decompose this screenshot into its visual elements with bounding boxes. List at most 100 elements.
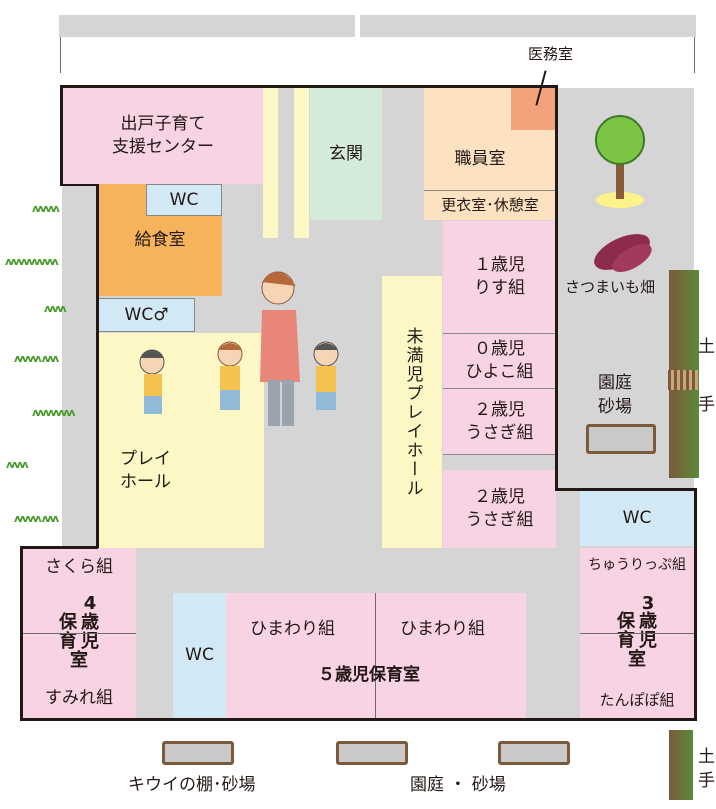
age1-room: １歳児 りす組 [443,221,556,334]
tanpopo-label: たんぽぽ組 [599,690,675,709]
himawari-label-1: ひまわり組 [250,619,335,639]
chulip-label: ちゅうりっぷ組 [588,557,686,573]
himawari-label-2: ひまわり組 [400,619,485,639]
age2a-label-2: うさぎ組 [465,422,534,443]
locker-room: 更衣室･休憩室 [424,190,556,220]
gate-icon [668,370,698,390]
age4-char-5: 室 [70,649,88,671]
age2a-label-1: ２歳児 [474,399,525,420]
wall-left-top [60,85,63,185]
wall-bottom [20,718,696,721]
sweet-potato-label: さつまいも畑 [565,278,656,296]
wall-left-mid [96,184,99,548]
age3-char-1: 歳 [639,611,657,633]
medical-room [511,88,556,130]
age3-char-4: 児 [639,630,657,652]
age3-char-2: 保 [617,611,635,633]
wc-top-overlay-label: WC [169,189,199,210]
age2b-room: ２歳児 うさぎ組 [443,470,556,548]
grass-icon: ʌʌʌʌ [44,302,67,315]
play-hall-label-2: ホール [120,471,171,492]
age2b-label-1: ２歳児 [474,487,525,508]
wc-top-room-overlay: WC [146,184,222,216]
support-center-label-1: 出戸子育て [120,114,206,135]
wc-male-room: WC♂ [98,298,195,332]
age0-label-1: ０歳児 [474,339,525,360]
age3-char-5: 室 [628,649,646,671]
wc-right-room: WC [580,490,694,546]
embankment-bottom [669,730,693,800]
age3-vertical-label: 3 歳 保 育 児 室 [615,592,659,671]
wall-right-bottom [694,488,697,721]
garden-label-2: 砂場 [598,397,632,417]
wall-top [60,85,558,88]
age4-char-1: 歳 [81,612,99,634]
embankment-label-4: 手 [698,771,715,791]
top-fence-left [59,15,355,37]
sandbox-right [586,424,656,454]
age1-label-2: りす組 [474,278,525,298]
age5-room [226,593,526,718]
wc-bottom-label: WC [185,645,214,666]
fence-line-left [60,37,61,73]
age2a-room: ２歳児 うさぎ組 [443,389,556,455]
age5-label: ５歳児保育室 [318,665,420,685]
entrance-label: 玄関 [329,143,363,164]
unfinished-play-hall-label: 未満児プレイホール [402,326,423,498]
locker-room-label: 更衣室･休憩室 [441,196,539,215]
walkway-1 [263,88,278,238]
kiwi-label: キウイの棚･砂場 [128,775,256,795]
kitchen-label: 給食室 [134,229,186,250]
sandbox-garden-2 [498,741,570,765]
embankment-label-2: 手 [698,395,715,415]
age0-room: ０歳児 ひよこ組 [443,334,556,389]
embankment-label-1: 土 [698,337,715,357]
age2b-label-2: うさぎ組 [465,510,534,530]
walkway-2 [294,88,309,238]
age4-digit: 4 [83,593,97,615]
wall-step [60,184,98,186]
age5-divider [375,593,376,718]
sandbox-garden-1 [336,741,408,765]
age3-divider [580,633,694,634]
unfinished-play-hall: 未満児プレイホール [382,276,442,548]
sumire-label: すみれ組 [45,688,113,709]
play-hall-label-1: プレイ [120,448,171,469]
wc-male-label: WC♂ [124,304,169,325]
embankment-label-3: 土 [698,747,715,767]
sakura-label: さくら組 [45,557,113,577]
support-center-room: 出戸子育て 支援センター [62,88,264,184]
wc-right-label: WC [622,507,652,528]
fence-line-right [694,37,695,73]
sweet-potato-icon [588,228,658,278]
support-center-label-2: 支援センター [112,137,214,157]
age4-vertical-label: 4 歳 保 育 児 室 [57,593,101,671]
grass-icon: ʌʌʌʌʌʌʌʌʌʌ [5,255,59,268]
age1-label-1: １歳児 [474,255,525,276]
tree-icon [590,110,650,210]
age4-char-4: 児 [81,631,99,652]
age4-char-3: 育 [59,631,77,652]
age3-char-3: 育 [617,630,635,652]
garden-label-1: 園庭 [598,373,632,393]
medical-room-label: 医務室 [528,45,574,63]
garden-bottom-label: 園庭 ・ 砂場 [410,775,506,795]
grass-icon: ʌʌʌʌʌ ʌʌʌ [14,352,59,365]
age3-digit: 3 [641,592,655,614]
children-illustration [130,262,370,442]
sandbox-kiwi [162,741,234,765]
wall-left-bottom-step [20,546,98,549]
wc-bottom-room: WC [173,593,226,718]
staff-room-label: 職員室 [454,148,506,169]
age0-label-2: ひよこ組 [465,362,534,382]
wall-right-top [555,85,558,491]
wall-right-step [556,488,697,491]
entrance-room: 玄関 [310,88,382,220]
age4-divider [22,633,136,634]
grass-icon: ʌʌʌʌʌ ʌʌʌ [14,512,59,525]
grass-icon: ʌʌʌʌʌʌʌʌ [32,406,75,419]
grass-icon: ʌʌʌʌʌ [32,202,60,215]
grass-icon: ʌʌʌʌ [6,458,29,471]
age4-char-2: 保 [59,612,77,634]
wall-left-bottom [20,546,23,720]
